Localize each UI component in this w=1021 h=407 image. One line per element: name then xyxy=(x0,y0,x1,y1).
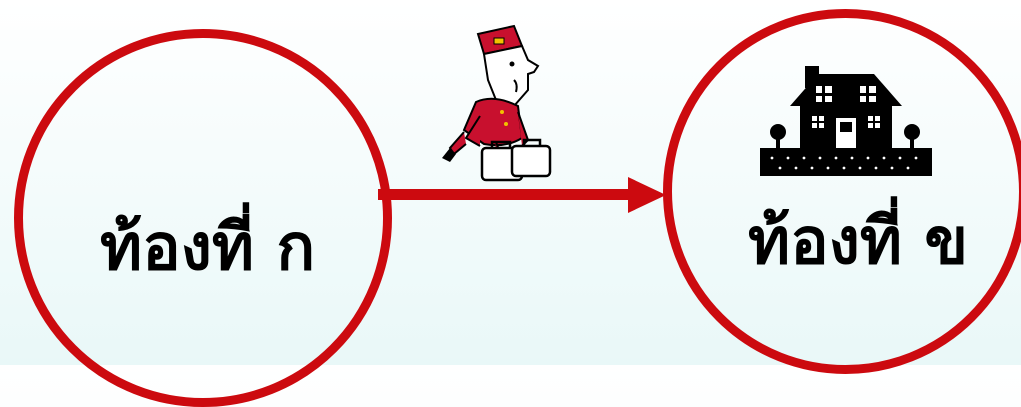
destination-circle xyxy=(663,9,1021,374)
destination-label: ท้องที่ ข xyxy=(748,204,969,279)
move-arrow xyxy=(378,177,666,213)
origin-label: ท้องที่ ก xyxy=(100,210,316,285)
porter-carrying-suitcases-icon xyxy=(442,24,552,182)
house-icon xyxy=(760,66,932,176)
